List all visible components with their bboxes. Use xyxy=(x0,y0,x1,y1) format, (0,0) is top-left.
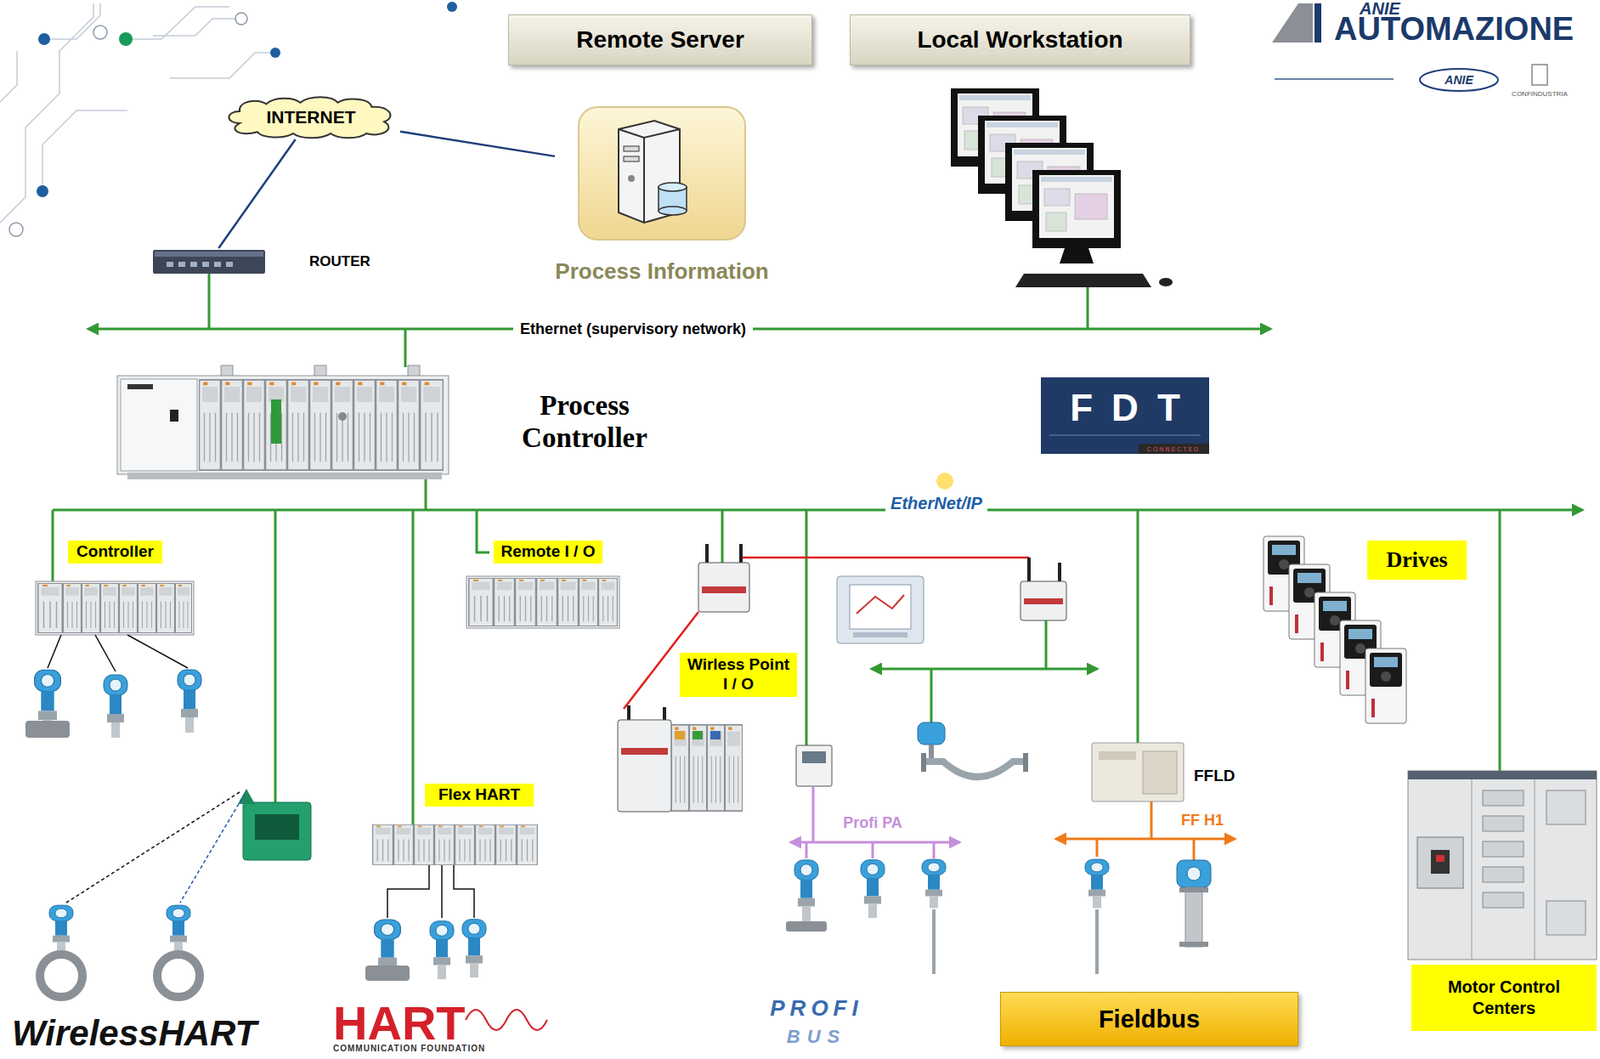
device-tag: Controller xyxy=(67,540,163,564)
protocol-logo: BUS xyxy=(786,1025,847,1048)
hmi-and-coriolis xyxy=(836,576,1029,777)
bus-label: Profi PA xyxy=(842,814,903,832)
fdt-logo-graphic xyxy=(1040,377,1210,454)
device-tag: Flex HART xyxy=(424,783,534,807)
bus-label: FF H1 xyxy=(1181,811,1224,830)
circuit-dots xyxy=(9,1,458,237)
node-text: Flex HART xyxy=(438,785,521,805)
protocol-logo: PROFI xyxy=(769,995,863,1022)
network-link xyxy=(218,139,295,249)
header-box: Remote Server xyxy=(508,14,813,66)
radio-links xyxy=(623,543,1067,709)
network-label: Ethernet (supervisory network) xyxy=(513,320,753,339)
node-text: Controller xyxy=(76,542,154,562)
device-tag: Drives xyxy=(1367,540,1467,580)
wirelesshart-gateway xyxy=(39,788,311,997)
logo-text: CONFINDUSTRIA xyxy=(1511,90,1568,98)
node-text: Local Workstation xyxy=(916,26,1123,54)
node-text: Process Controller xyxy=(503,390,666,455)
flex-hart-module xyxy=(365,824,538,981)
protocol-logo: HART xyxy=(333,999,466,1047)
supervisory-network xyxy=(88,273,1271,368)
logo-text: FDT xyxy=(1051,386,1199,430)
network-logo: EtherNet/IP xyxy=(885,493,988,514)
router-icon xyxy=(152,249,266,274)
node-text: Fieldbus xyxy=(1098,1005,1200,1034)
controller-device xyxy=(25,581,202,738)
node-text: Motor Control Centers xyxy=(1419,976,1589,1019)
motor-control-center-cabinet xyxy=(1407,770,1597,960)
fieldbus-banner: Fieldbus xyxy=(1000,991,1299,1046)
logo-text: CONNECTED xyxy=(1147,445,1200,453)
process-controller: Process Controller xyxy=(117,365,666,480)
server-device: Process Information xyxy=(554,105,769,285)
logo-text: AUTOMAZIONE xyxy=(1334,11,1574,46)
cloud-shape xyxy=(228,96,391,138)
profibus-pa-segment xyxy=(785,745,960,974)
internet-cloud: INTERNET xyxy=(221,95,401,140)
device-label: FFLD xyxy=(1193,766,1236,786)
protocol-logo: COMMUNICATION FOUNDATION xyxy=(333,1043,486,1054)
ethernetip-logo-sun xyxy=(936,472,954,490)
wireless-point-io-device xyxy=(617,705,742,812)
node-text: Remote Server xyxy=(576,26,745,54)
server-icon xyxy=(578,107,746,240)
node-text: Process Information xyxy=(554,258,769,285)
node-text: INTERNET xyxy=(266,107,357,128)
device-tag: Remote I / O xyxy=(493,540,603,564)
logo-text: ANIE xyxy=(1444,73,1473,87)
node-text: ROUTER xyxy=(309,253,371,271)
device-tag: Wirless Point I / O xyxy=(679,652,798,697)
network-link xyxy=(400,131,555,157)
node-text: Wirless Point I / O xyxy=(684,655,792,695)
header-box: Local Workstation xyxy=(849,14,1191,66)
hart-logo-wave xyxy=(465,1009,548,1030)
device-tag: Motor Control Centers xyxy=(1411,964,1597,1031)
ethernetip-network xyxy=(52,479,1583,825)
node-text: Remote I / O xyxy=(501,542,596,562)
protocol-logo: WirelessHART xyxy=(11,1012,257,1054)
workstation-icons xyxy=(950,88,1173,288)
process-controller-rack xyxy=(117,365,449,480)
router-device: ROUTER xyxy=(152,248,371,276)
ff-h1-segment xyxy=(1056,742,1235,974)
node-text: Drives xyxy=(1385,547,1448,573)
remote-io-device xyxy=(466,576,620,628)
